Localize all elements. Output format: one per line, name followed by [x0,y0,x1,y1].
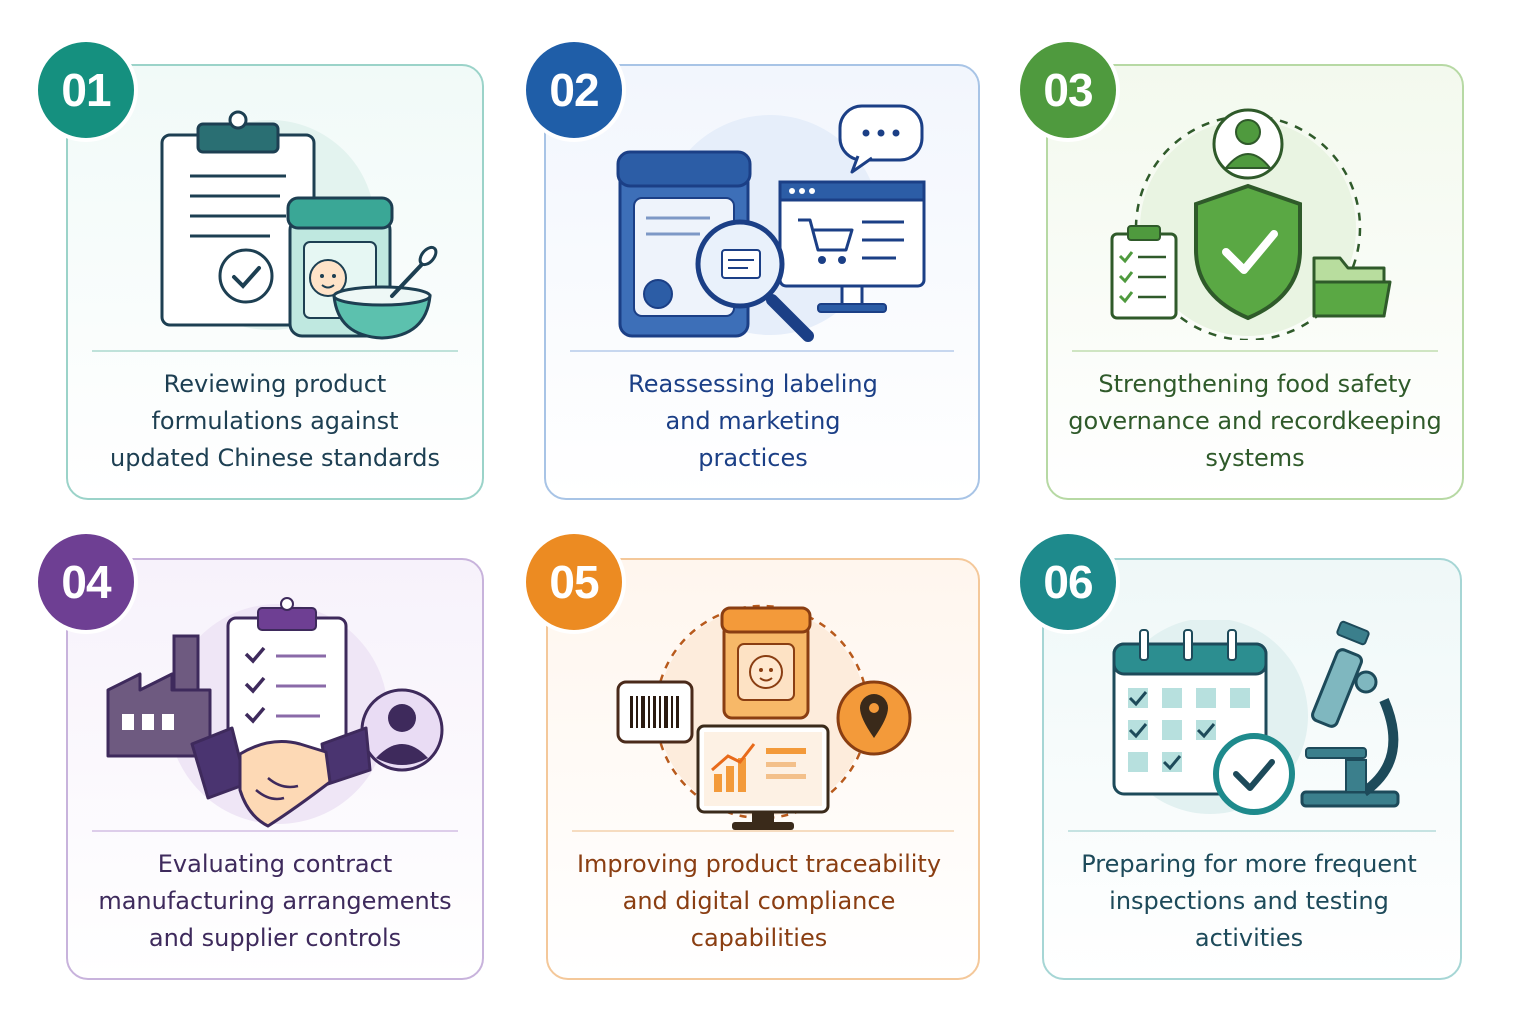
caption-line: and marketing [665,407,841,435]
caption-line: activities [1194,924,1304,952]
check-circle-icon [1213,733,1295,815]
caption-04: Evaluating contract manufacturing arrang… [68,846,482,957]
caption-line: Reassessing labeling [628,370,878,398]
caption-line: systems [1205,444,1305,472]
caption-01: Reviewing product formulations against u… [70,366,480,477]
folder-icon [1312,256,1392,318]
caption-03: Strengthening food safety governance and… [1048,366,1462,477]
microscope-icon [1300,620,1400,808]
caption-06: Preparing for more frequent inspections … [1044,846,1454,957]
illustration-04 [106,597,444,828]
factory-icon [106,634,212,758]
divider-06 [1068,830,1436,832]
illustration-06 [1112,620,1400,815]
shield-check-icon [1194,183,1302,321]
caption-line: Improving product traceability [576,850,942,878]
illustration-01 [160,110,438,340]
caption-05: Improving product traceability and digit… [554,846,964,957]
formula-jar-icon [720,606,812,720]
caption-line: Preparing for more frequent [1081,850,1417,878]
caption-line: Strengthening food safety [1098,370,1412,398]
caption-line: practices [698,444,808,472]
illustration-05 [616,604,912,830]
badge-03: 03 [1016,38,1120,142]
checkmark-icon [218,248,274,304]
magnifier-icon [695,219,814,342]
caption-line: and digital compliance [622,887,896,915]
user-avatar-icon [360,688,444,772]
caption-line: formulations against [151,407,399,435]
spoon-icon [390,245,438,298]
caption-line: manufacturing arrangements [98,887,452,915]
clipboard-icon [160,110,316,327]
caption-02: Reassessing labeling and marketing pract… [548,366,958,477]
badge-04: 04 [34,530,138,634]
barcode-icon [616,680,694,744]
badge-01: 01 [34,38,138,142]
divider-04 [92,830,458,832]
divider-03 [1072,350,1438,352]
caption-line: governance and recordkeeping [1068,407,1442,435]
location-pin-icon [836,680,912,756]
user-icon [1212,108,1284,180]
caption-line: Reviewing product [163,370,387,398]
caption-line: updated Chinese standards [110,444,440,472]
badge-06: 06 [1016,530,1120,634]
divider-01 [92,350,458,352]
checklist-icon [1110,225,1178,320]
caption-line: capabilities [690,924,828,952]
divider-02 [570,350,954,352]
caption-line: Evaluating contract [157,850,393,878]
badge-05: 05 [522,530,626,634]
illustration-02 [616,104,926,342]
analytics-monitor-icon [696,724,830,830]
caption-line: inspections and testing [1109,887,1389,915]
badge-02: 02 [522,38,626,142]
divider-05 [572,830,954,832]
caption-line: and supplier controls [148,924,402,952]
bowl-icon [332,285,432,340]
calendar-icon [1112,629,1268,796]
baby-face-icon [309,259,347,297]
shopping-cart-icon [798,218,854,264]
illustration-03 [1110,108,1392,340]
chat-bubble-icon [838,104,924,174]
handshake-icon [190,726,372,828]
